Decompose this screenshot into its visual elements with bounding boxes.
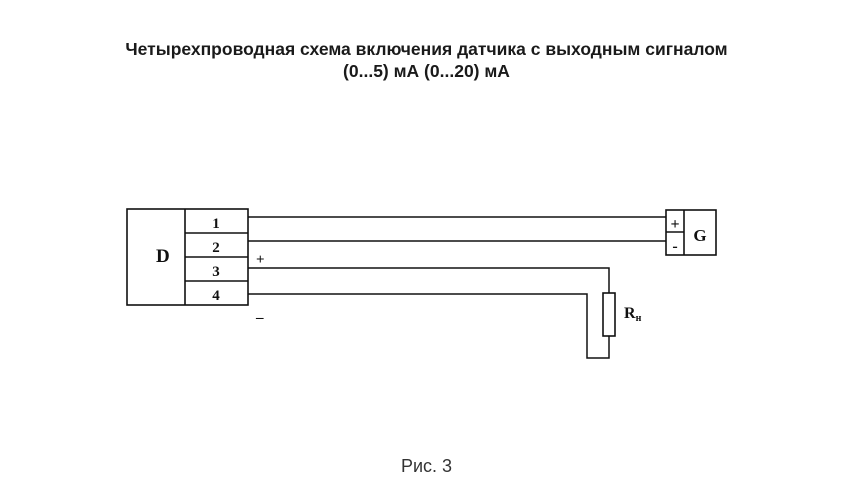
diagram-title: Четырехпроводная схема включения датчика…: [0, 38, 853, 82]
power-source-minus: -: [672, 238, 677, 255]
wire-terminal-3: [248, 267, 610, 293]
minus-mark: –: [255, 310, 264, 326]
power-source-label: G: [693, 226, 706, 245]
load-label-main: R: [624, 305, 636, 322]
figure-caption: Рис. 3: [400, 456, 453, 476]
sensor-label: D: [156, 246, 170, 267]
title-line-1: Четырехпроводная схема включения датчика…: [125, 39, 728, 59]
terminal-label-4: 4: [212, 288, 220, 304]
power-source-plus: +: [670, 216, 679, 233]
terminal-label-3: 3: [212, 264, 220, 280]
terminal-label-2: 2: [212, 240, 220, 256]
title-line-2: (0...5) мА (0...20) мА: [343, 61, 510, 81]
plus-mark: +: [256, 252, 265, 268]
load-resistor: [602, 292, 616, 337]
load-label: Rн: [624, 305, 642, 324]
wire-terminal-4: [248, 293, 610, 359]
load-label-sub: н: [636, 313, 642, 324]
terminal-label-1: 1: [212, 216, 220, 232]
